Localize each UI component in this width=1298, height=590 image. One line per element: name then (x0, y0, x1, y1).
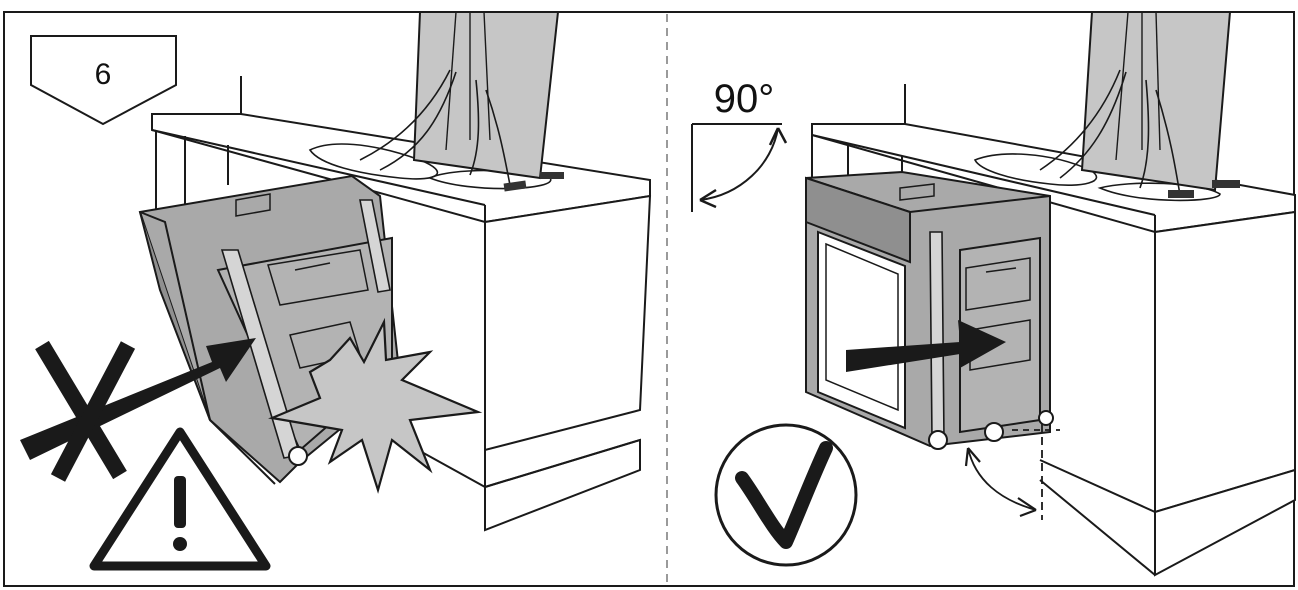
arrow-right-icon (846, 320, 1006, 372)
angle-arc-icon (964, 424, 1060, 520)
connector-left-b (540, 172, 564, 179)
right-panel-correct-installation: 90° (691, 11, 1296, 577)
check-circle-icon (714, 423, 858, 567)
warning-triangle-icon (89, 427, 271, 571)
dishwasher-straight (805, 170, 1054, 450)
connector-right-b (1212, 180, 1240, 188)
left-panel-wrong-installation: 6 (20, 11, 652, 571)
hoses-right (1039, 69, 1181, 196)
step-badge: 6 (30, 35, 177, 126)
connector-right-a (1168, 190, 1194, 198)
angle-label: 90° (714, 77, 775, 121)
step-number: 6 (95, 58, 112, 91)
connector-left-a (503, 180, 527, 192)
collision-burst-icon (268, 317, 483, 494)
kitchen-cabinet-left (151, 76, 652, 532)
cross-mark-icon (35, 340, 136, 482)
kitchen-cabinet-right (811, 84, 1296, 577)
angle-arc-icon (691, 123, 788, 212)
hoses-left (359, 69, 511, 186)
wall-panel-right (1080, 11, 1232, 192)
wall-panel-left (412, 11, 560, 180)
